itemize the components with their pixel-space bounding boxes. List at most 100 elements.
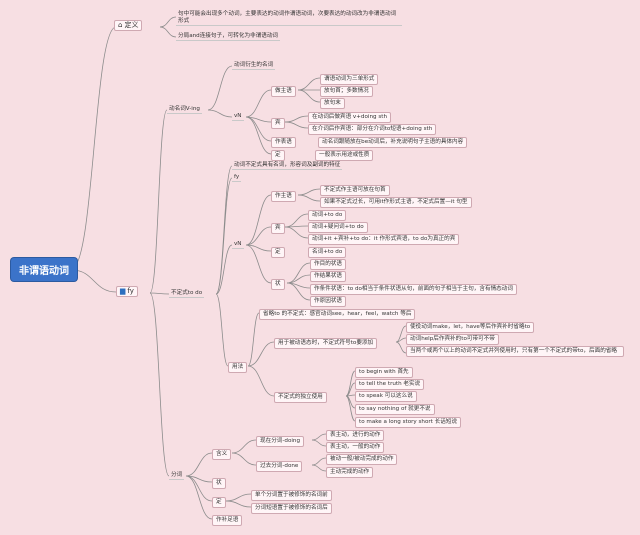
past-participle-item: 主动完成的动作 xyxy=(326,467,374,478)
connector-line xyxy=(245,89,272,118)
connector-line xyxy=(231,452,257,466)
flag-icon: ▆ xyxy=(120,287,126,295)
independent-item: to make a long story short 长话短说 xyxy=(355,417,462,428)
gerund-attributive[interactable]: 定 xyxy=(271,150,285,161)
participle-attributive[interactable]: 定 xyxy=(212,497,226,508)
infinitive-object-item: 动词+it +宾补+to do：it 作形式宾语，to do为真正的宾 xyxy=(308,234,460,245)
fy-label: fy xyxy=(127,287,134,295)
fy-node[interactable]: ▆fy xyxy=(116,286,138,297)
connector-line xyxy=(149,109,168,294)
connector-line xyxy=(311,439,327,447)
gerund-subject-item: 谓语动词为三单形式 xyxy=(320,74,379,85)
gerund-object-item: 在介词后作宾语：部分在介词to短语+doing sth xyxy=(308,124,437,135)
infinitive-adverbial[interactable]: 状 xyxy=(271,279,285,290)
definition-desc-1: 句中可能会出现多个动词，主要表达的动词作谓语动词，次要表达的动词改为非谓语动词形… xyxy=(176,11,402,26)
connector-line xyxy=(245,244,272,252)
usage-passive-item: 动词help后作宾补的to可带可不带 xyxy=(406,334,499,345)
connector-line xyxy=(286,282,311,301)
infinitive-subject[interactable]: 作主语 xyxy=(271,191,296,202)
usage-passive-item: 当两个或两个以上的动词不定式并列使用时，只有第一个不定式的带to，后面的省略 xyxy=(406,346,624,357)
connector-line xyxy=(247,312,260,367)
infinitive-subject-item: 如果不定式过长，可用it作形式主语，不定式后置—it 句型 xyxy=(320,197,472,208)
participle-node[interactable]: 分词 xyxy=(169,472,185,480)
connector-line xyxy=(311,433,327,441)
past-participle[interactable]: 过去分词-done xyxy=(256,461,303,472)
participle-complement[interactable]: 作补足语 xyxy=(212,515,243,526)
past-participle-item: 被动一般/被动完成的动作 xyxy=(326,454,398,465)
connector-line xyxy=(284,115,309,123)
gerund-predicative-desc: 动名词跟随放在be动词后，补充说明句子主语的具体内容 xyxy=(318,137,468,148)
infinitive-fy[interactable]: fy xyxy=(232,174,242,182)
present-participle-item: 表主动，一般的动作 xyxy=(326,442,385,453)
connector-line xyxy=(225,500,252,508)
participle-attributive-item: 单个分词置于被修饰的名词前 xyxy=(251,490,332,501)
definition-node[interactable]: ⌂定义 xyxy=(114,20,143,31)
root-node[interactable]: 非谓语动词 xyxy=(11,258,77,281)
connector-line xyxy=(159,26,177,38)
connector-line xyxy=(297,89,321,103)
gerund-object-item: 在动词后做宾语 v+doing sth xyxy=(308,112,391,123)
connector-line xyxy=(207,109,233,118)
gerund-attributive-desc: 一般表示用途或性质 xyxy=(315,150,374,161)
connector-line xyxy=(286,274,311,284)
connector-line xyxy=(207,65,233,111)
independent-item: to speak 可以这么说 xyxy=(355,391,417,402)
connector-line xyxy=(247,341,275,367)
connector-line xyxy=(395,341,407,354)
gerund-subject-item: 放句末 xyxy=(320,98,345,109)
infinitive-subject-item: 不定式作主语可放在句首 xyxy=(320,185,390,196)
connector-line xyxy=(247,365,275,397)
connector-line xyxy=(215,165,233,295)
usage-independent[interactable]: 不定式的独立使用 xyxy=(274,392,327,403)
usage-omit-to: 省略to 的不定式：感官动词see，hear，feel，watch 等后 xyxy=(259,309,416,320)
participle-meaning[interactable]: 含义 xyxy=(212,449,232,460)
usage-passive[interactable]: 用于被动语态时，不定式符号to要添加 xyxy=(274,338,378,349)
definition-label: 定义 xyxy=(124,21,139,29)
infinitive-desc: 动词不定式具有名词，形容词及副词的特征 xyxy=(232,162,343,170)
connector-line xyxy=(297,194,321,202)
infinitive-object-item: 动词+to do xyxy=(308,210,347,221)
present-participle[interactable]: 现在分词-doing xyxy=(256,436,305,447)
connector-line xyxy=(231,439,257,454)
infinitive-object-item: 动词+疑问词+to do xyxy=(308,222,368,233)
infinitive-object[interactable]: 宾 xyxy=(271,223,285,234)
connector-line xyxy=(245,244,272,284)
connector-line xyxy=(284,121,309,129)
connector-line xyxy=(245,194,272,246)
usage-passive-item: 使役动词make，let，have等后作宾补时省略to xyxy=(406,322,535,333)
infinitive-node[interactable]: 不定式to do xyxy=(169,290,205,298)
connector-line xyxy=(286,262,311,284)
gerund-object[interactable]: 宾 xyxy=(271,118,285,129)
connector-line xyxy=(284,213,309,228)
infinitive-adverbial-item: 作条件状语：to do相当于条件状语从句，前面的句子相当于主句，含有情态动词 xyxy=(310,284,517,295)
gerund-vn[interactable]: vN xyxy=(232,113,244,121)
connector-line xyxy=(297,188,321,196)
independent-item: to begin with 首先 xyxy=(355,367,413,378)
connector-line xyxy=(284,226,309,239)
connector-line xyxy=(297,77,321,91)
gerund-node[interactable]: 动名词V-ing xyxy=(167,106,202,114)
infinitive-adverbial-item: 作原因状语 xyxy=(310,296,346,307)
gerund-noun-desc: 动词衍生的名词 xyxy=(232,62,276,70)
infinitive-attributive[interactable]: 定 xyxy=(271,247,285,258)
connector-line xyxy=(245,116,272,142)
independent-item: to tell the truth 老实说 xyxy=(355,379,425,390)
gerund-predicative[interactable]: 作表语 xyxy=(271,137,296,148)
independent-item: to say nothing of 就更不说 xyxy=(355,404,435,415)
connector-line xyxy=(245,226,272,246)
connector-line xyxy=(311,457,327,466)
definition-desc-2: 分局and连接句子，可转化为非谓语动词 xyxy=(176,33,281,41)
connector-line xyxy=(149,292,170,477)
gerund-subject[interactable]: 做主语 xyxy=(271,86,296,97)
home-icon: ⌂ xyxy=(118,21,123,29)
infinitive-vn[interactable]: vN xyxy=(232,241,244,249)
gerund-subject-item: 放句首；多数情况 xyxy=(320,86,373,97)
connector-line xyxy=(215,177,233,295)
participle-adverbial[interactable]: 状 xyxy=(212,478,226,489)
infinitive-usage[interactable]: 用法 xyxy=(228,362,248,373)
connector-line xyxy=(149,292,170,295)
infinitive-adverbial-item: 作目的状语 xyxy=(310,259,346,270)
connector-line xyxy=(311,464,327,472)
connector-line xyxy=(185,452,213,477)
